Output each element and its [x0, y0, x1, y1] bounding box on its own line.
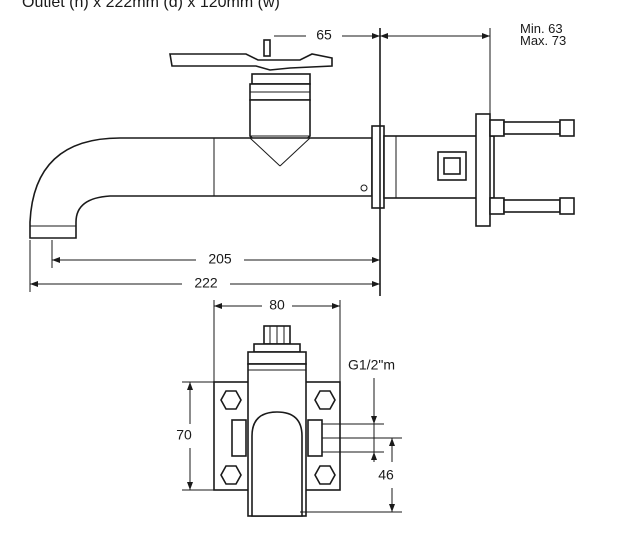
- handle-lever: [169, 39, 333, 101]
- dim-65-label: 65: [316, 27, 332, 43]
- dim-205-label: 205: [208, 251, 232, 267]
- spout: [29, 137, 373, 239]
- wall-plate: [371, 113, 495, 227]
- central-body: [247, 325, 307, 517]
- dim-46-label: 46: [378, 467, 394, 483]
- inlet-pipes: [489, 119, 575, 215]
- dim-70: 70: [176, 381, 214, 491]
- dim-46: 46: [300, 437, 402, 513]
- dim-max-label: Max. 73: [520, 33, 566, 48]
- dim-222-label: 222: [194, 275, 218, 291]
- dim-222: 222: [29, 240, 380, 292]
- side-view: 65 Min. 63 Max. 73 205 222: [29, 21, 575, 296]
- dim-65: 65: [274, 27, 380, 43]
- dim-80: 80: [213, 297, 341, 382]
- dim-80-label: 80: [269, 297, 285, 313]
- dim-thread-label: G1/2"m: [348, 357, 395, 373]
- header-text: Outlet (h) x 222mm (d) x 120mm (w): [22, 0, 280, 11]
- front-view: 80: [176, 297, 402, 517]
- dim-70-label: 70: [176, 427, 192, 443]
- corner-nuts: [220, 390, 336, 485]
- dim-thread: G1/2"m: [322, 357, 395, 462]
- dim-min-label: Min. 63: [520, 21, 563, 36]
- dim-205: 205: [51, 240, 380, 268]
- dim-min-max: Min. 63 Max. 73: [380, 21, 566, 114]
